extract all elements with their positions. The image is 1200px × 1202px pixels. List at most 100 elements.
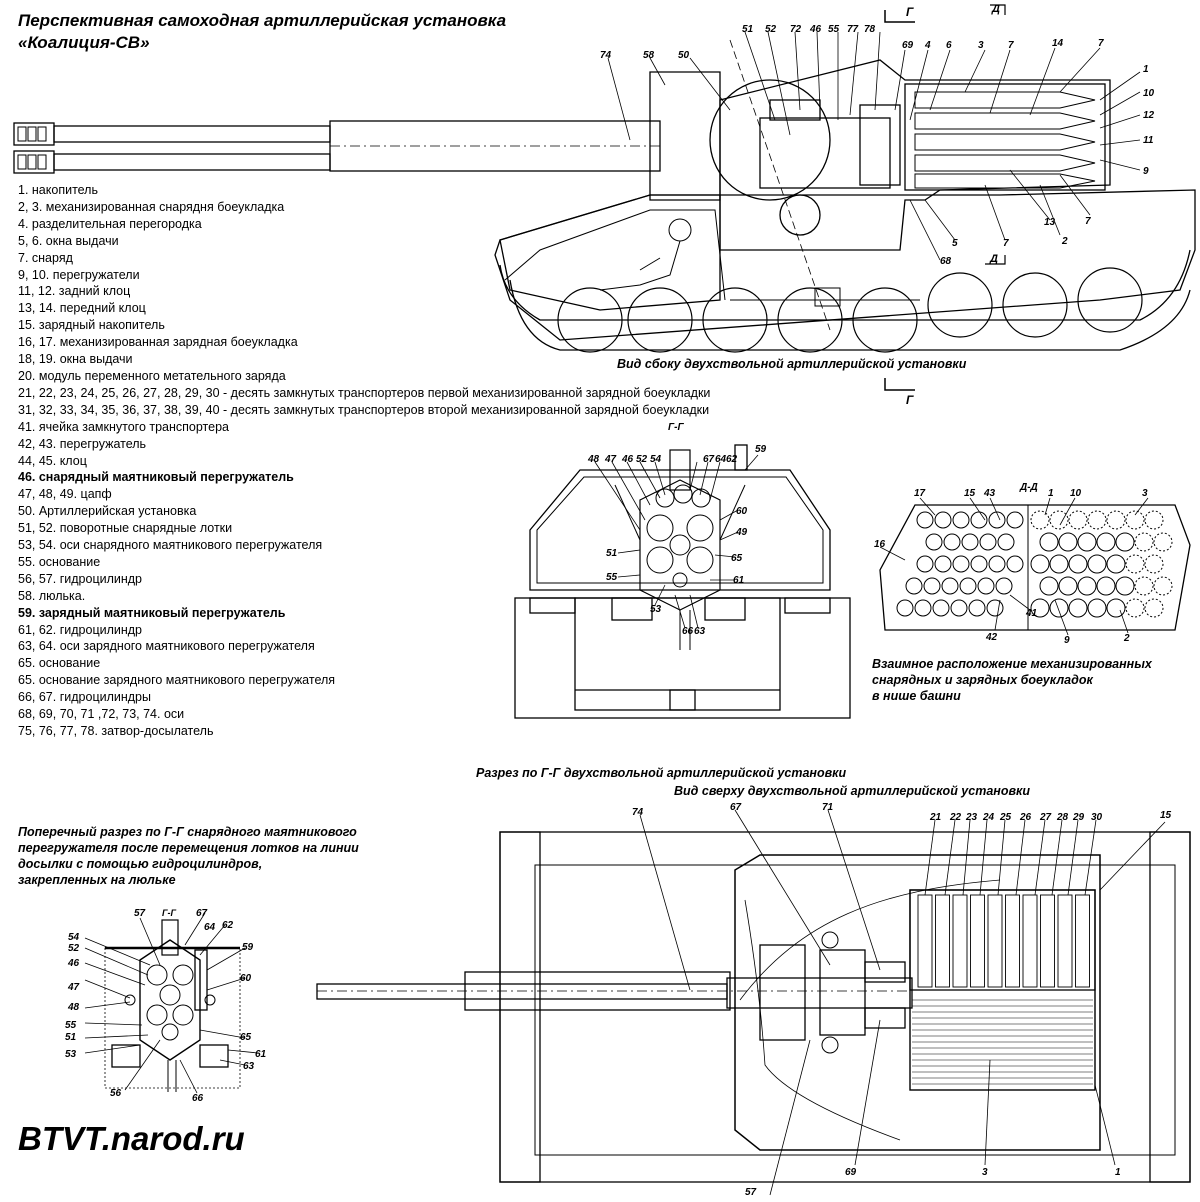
callout-label: 57	[134, 908, 146, 919]
callout-label: 59	[755, 444, 767, 455]
callout-label: 53	[650, 604, 662, 615]
legend-item: 13, 14. передний клоц	[18, 301, 146, 316]
caption-magazine: Взаимное расположение механизированных с…	[872, 656, 1152, 704]
callout-label: 52	[636, 454, 648, 465]
callout-label: 57	[745, 1187, 757, 1198]
legend-item: 4. разделительная перегородка	[18, 216, 202, 231]
callout-label: 7	[1008, 40, 1014, 51]
legend-item: 53, 54. оси снарядного маятникового пере…	[18, 538, 323, 553]
legend-item: 41. ячейка замкнутого транспортера	[18, 419, 229, 434]
title-line-1: Перспективная самоходная артиллерийская …	[18, 11, 507, 30]
callout-label: 9	[1143, 166, 1149, 177]
callout-label: 7	[1098, 38, 1104, 49]
caption-cross-line-1: Поперечный разрез по Г-Г снарядного маят…	[18, 825, 357, 839]
callout-label: 72	[790, 24, 802, 35]
callout-label: 54	[650, 454, 662, 465]
legend-item: 44, 45. клоц	[18, 453, 87, 468]
legend-item: 21, 22, 23, 24, 25, 26, 27, 28, 29, 30 -…	[18, 385, 711, 400]
callout-label: 63	[243, 1061, 255, 1072]
legend-item: 47, 48, 49. цапф	[18, 487, 112, 502]
legend-item: 56, 57. гидроцилиндр	[18, 571, 143, 586]
caption-magazine-line-2: снарядных и зарядных боеукладок	[872, 673, 1093, 687]
callout-label: 14	[1052, 38, 1064, 49]
callout-label: 61	[733, 575, 745, 586]
callout-label: 68	[940, 256, 952, 267]
callout-label: 10	[1143, 88, 1155, 99]
callout-label: 60	[736, 506, 748, 517]
caption-cross-section: Поперечный разрез по Г-Г снарядного маят…	[18, 824, 359, 888]
section-mark: Г	[906, 5, 914, 19]
callout-label: 24	[982, 812, 995, 823]
callout-label: 26	[1019, 812, 1032, 823]
legend-item: 63, 64. оси зарядного маятникового перег…	[18, 639, 315, 654]
site-watermark: BTVT.narod.ru	[18, 1120, 245, 1157]
callout-label: 1	[1143, 64, 1149, 75]
callout-label: 28	[1056, 812, 1069, 823]
callout-label: 50	[678, 50, 690, 61]
callout-label: 17	[914, 488, 926, 499]
caption-cross-line-4: закрепленных на люльке	[18, 873, 176, 887]
callout-label: 78	[864, 24, 876, 35]
callout-label: 63	[694, 626, 706, 637]
callout-label: 56	[110, 1088, 122, 1099]
title-line-2: «Коалиция-СВ»	[18, 33, 150, 52]
callout-label: 41	[1025, 608, 1038, 619]
legend-item: 1. накопитель	[18, 183, 98, 197]
legend-item: 11, 12. задний клоц	[18, 284, 131, 299]
legend-item: 42, 43. перегружатель	[18, 436, 147, 451]
callout-label: 12	[1143, 110, 1155, 121]
callout-label: 15	[964, 488, 976, 499]
callout-label: 62	[222, 920, 234, 931]
callout-label: 27	[1039, 812, 1052, 823]
callout-label: 6	[946, 40, 952, 51]
legend-item: 2, 3. механизированная снарядня боеуклад…	[18, 199, 285, 214]
callout-label: 53	[65, 1049, 77, 1060]
caption-cross-line-2: перегружателя после перемещения лотков н…	[18, 841, 359, 855]
callout-label: 4	[924, 40, 931, 51]
legend-item: 66, 67. гидроцилиндры	[18, 690, 151, 705]
caption-magazine-line-3: в нише башни	[872, 689, 961, 703]
callout-label: 71	[822, 802, 834, 813]
callout-label: 5	[952, 238, 958, 249]
callout-label: 69	[902, 40, 914, 51]
callout-label: 47	[604, 454, 617, 465]
callout-label: 67	[703, 454, 715, 465]
callout-label: 66	[192, 1093, 204, 1104]
callout-label: 7	[1085, 216, 1091, 227]
section-mark: Г	[906, 393, 914, 407]
legend-item: 61, 62. гидроцилиндр	[18, 622, 143, 637]
callout-label: 13	[1044, 217, 1056, 228]
parts-legend: 1. накопитель 2, 3. механизированная снар…	[18, 182, 710, 740]
legend-item: 65. основание зарядного маятникового пер…	[18, 673, 336, 688]
callout-label: 51	[606, 548, 618, 559]
callout-label: 52	[68, 943, 80, 954]
section-gg-drawing	[514, 444, 851, 719]
callout-label: 3	[1142, 488, 1148, 499]
callout-label: 49	[735, 527, 748, 538]
callout-label: 46	[67, 958, 80, 969]
callout-label: 65	[731, 553, 743, 564]
callout-label: 47	[67, 982, 80, 993]
legend-item: 16, 17. механизированная зарядная боеукл…	[18, 335, 298, 350]
legend-item: 55. основание	[18, 554, 101, 569]
callout-label: 23	[965, 812, 978, 823]
legend-item: 20. модуль переменного метательного заря…	[18, 368, 286, 383]
section-mark: Д	[991, 3, 1000, 15]
page-title: Перспективная самоходная артиллерийская …	[18, 10, 506, 54]
callout-label: 22	[949, 812, 962, 823]
callout-label: 66	[682, 626, 694, 637]
callout-label: 3	[982, 1167, 988, 1178]
legend-item: 46. снарядный маятниковый перегружатель	[18, 470, 294, 485]
legend-item: 58. люлька.	[18, 588, 86, 603]
callout-label: 64	[204, 922, 216, 933]
legend-item: 15. зарядный накопитель	[18, 318, 165, 333]
legend-item: 9, 10. перегружатели	[18, 267, 140, 282]
callout-label: 15	[1160, 810, 1172, 821]
callout-label: 29	[1072, 812, 1085, 823]
legend-item: 75, 76, 77, 78. затвор-досылатель	[18, 724, 214, 738]
callout-label: 60	[240, 973, 252, 984]
callout-label: 10	[1070, 488, 1082, 499]
callout-label: 48	[67, 1002, 80, 1013]
callout-label: 65	[240, 1032, 252, 1043]
callout-label: 67	[730, 802, 742, 813]
